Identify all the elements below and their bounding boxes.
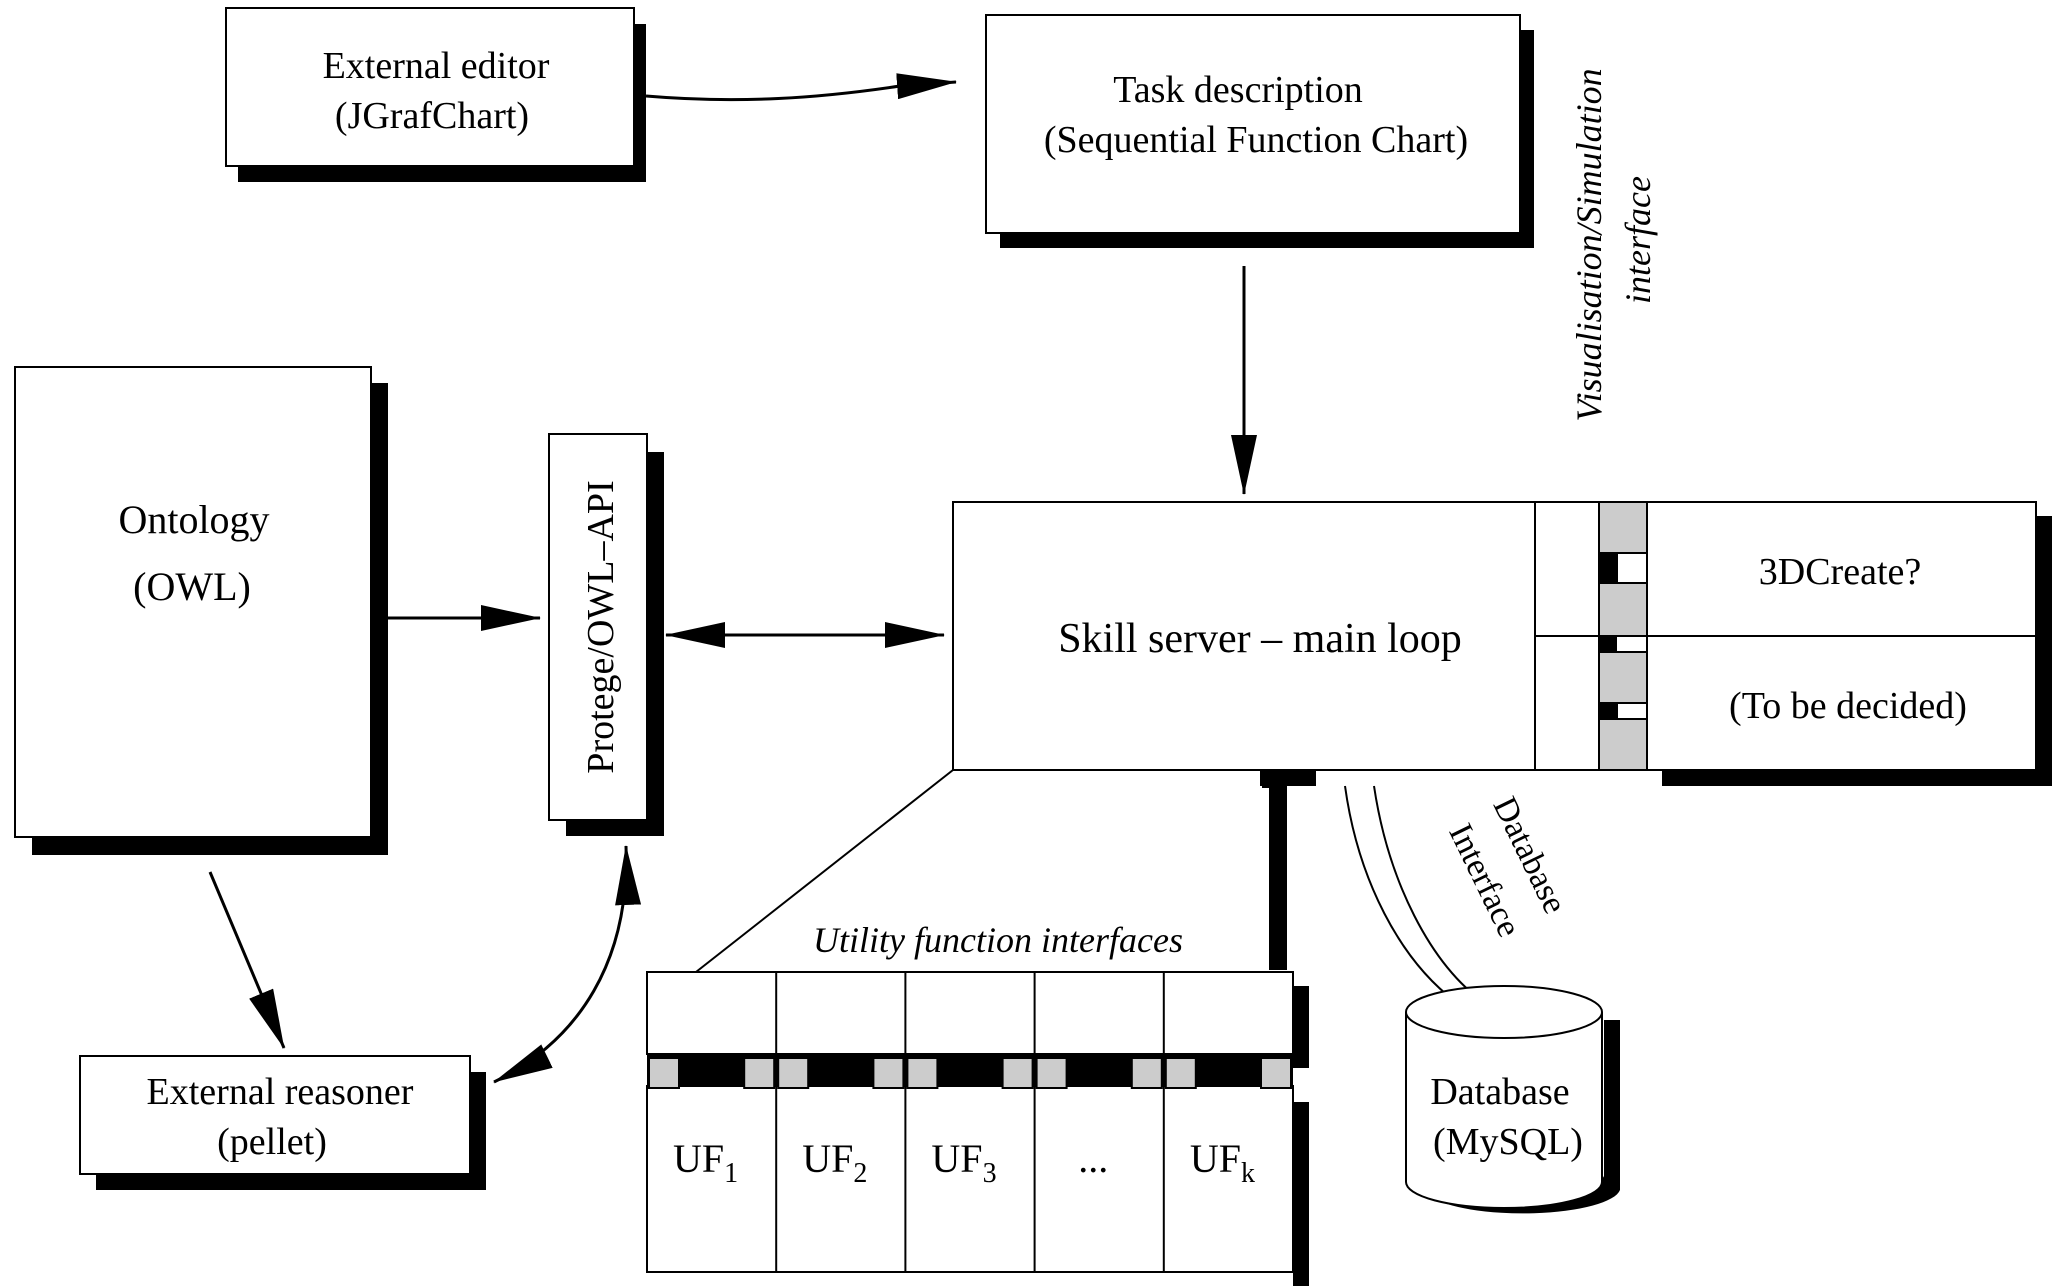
server-uf-link-line xyxy=(695,769,954,973)
ontology-subtitle: (OWL) xyxy=(133,564,251,609)
vis-sim-line2: interface xyxy=(1618,176,1658,304)
uf-label-4: ... xyxy=(1078,1136,1108,1181)
external-editor-title: External editor xyxy=(323,45,550,87)
uf-connector-plug xyxy=(1130,1057,1163,1089)
task-description-subtitle: (Sequential Function Chart) xyxy=(1044,119,1468,161)
vis-sim-interface-label: Visualisation/Simulation interface xyxy=(1569,68,1658,421)
external-reasoner-title: External reasoner xyxy=(147,1071,414,1113)
uf-connector-plug xyxy=(743,1057,776,1089)
reasoner-protege-bidirectional-arrow xyxy=(493,845,642,1084)
uf-connector-plug xyxy=(872,1057,905,1089)
uf-connector-plug xyxy=(777,1057,810,1089)
uf-connector-plug xyxy=(1260,1057,1292,1089)
task-description-title: Task description xyxy=(1113,69,1363,111)
ontology-node: Ontology (OWL) xyxy=(14,366,388,855)
protege-api-label: Protege/OWL–API xyxy=(580,480,622,773)
database-interface: Database Interface xyxy=(1344,785,1573,1005)
external-editor-subtitle: (JGrafChart) xyxy=(335,95,529,137)
uf-connector-plug xyxy=(1164,1057,1197,1089)
external-reasoner-node: External reasoner (pellet) xyxy=(79,1055,486,1190)
3dcreate-label: 3DCreate? xyxy=(1759,551,1921,593)
external-reasoner-subtitle: (pellet) xyxy=(217,1121,327,1163)
uf-connector-plug xyxy=(906,1057,939,1089)
ontology-title: Ontology xyxy=(118,497,269,542)
database-title: Database xyxy=(1430,1071,1569,1113)
task-description-node: Task description (Sequential Function Ch… xyxy=(985,14,1534,248)
protege-api-node: Protege/OWL–API xyxy=(548,433,664,836)
server-uf-connector xyxy=(1262,770,1287,970)
vis-sim-connector xyxy=(1598,501,1648,771)
uf-connector-plug xyxy=(648,1057,680,1089)
skill-server-label: Skill server – main loop xyxy=(1058,616,1462,662)
utility-interfaces-label: Utility function interfaces xyxy=(813,920,1183,960)
uf-connector-plug xyxy=(1001,1057,1034,1089)
arrows xyxy=(208,73,1257,1084)
editor-to-task-arrow xyxy=(645,73,957,102)
skill-server-node: Skill server – main loop 3DCreate? (To b… xyxy=(952,501,2052,786)
to-be-decided-label: (To be decided) xyxy=(1729,685,1967,727)
uf-connector-plug xyxy=(1035,1057,1068,1089)
database-node: Database (MySQL) xyxy=(1405,985,1620,1214)
ontology-to-reasoner-arrow xyxy=(208,871,286,1049)
vis-sim-line1: Visualisation/Simulation xyxy=(1569,68,1609,421)
database-subtitle: (MySQL) xyxy=(1433,1121,1583,1163)
external-editor-node: External editor (JGrafChart) xyxy=(225,7,646,182)
